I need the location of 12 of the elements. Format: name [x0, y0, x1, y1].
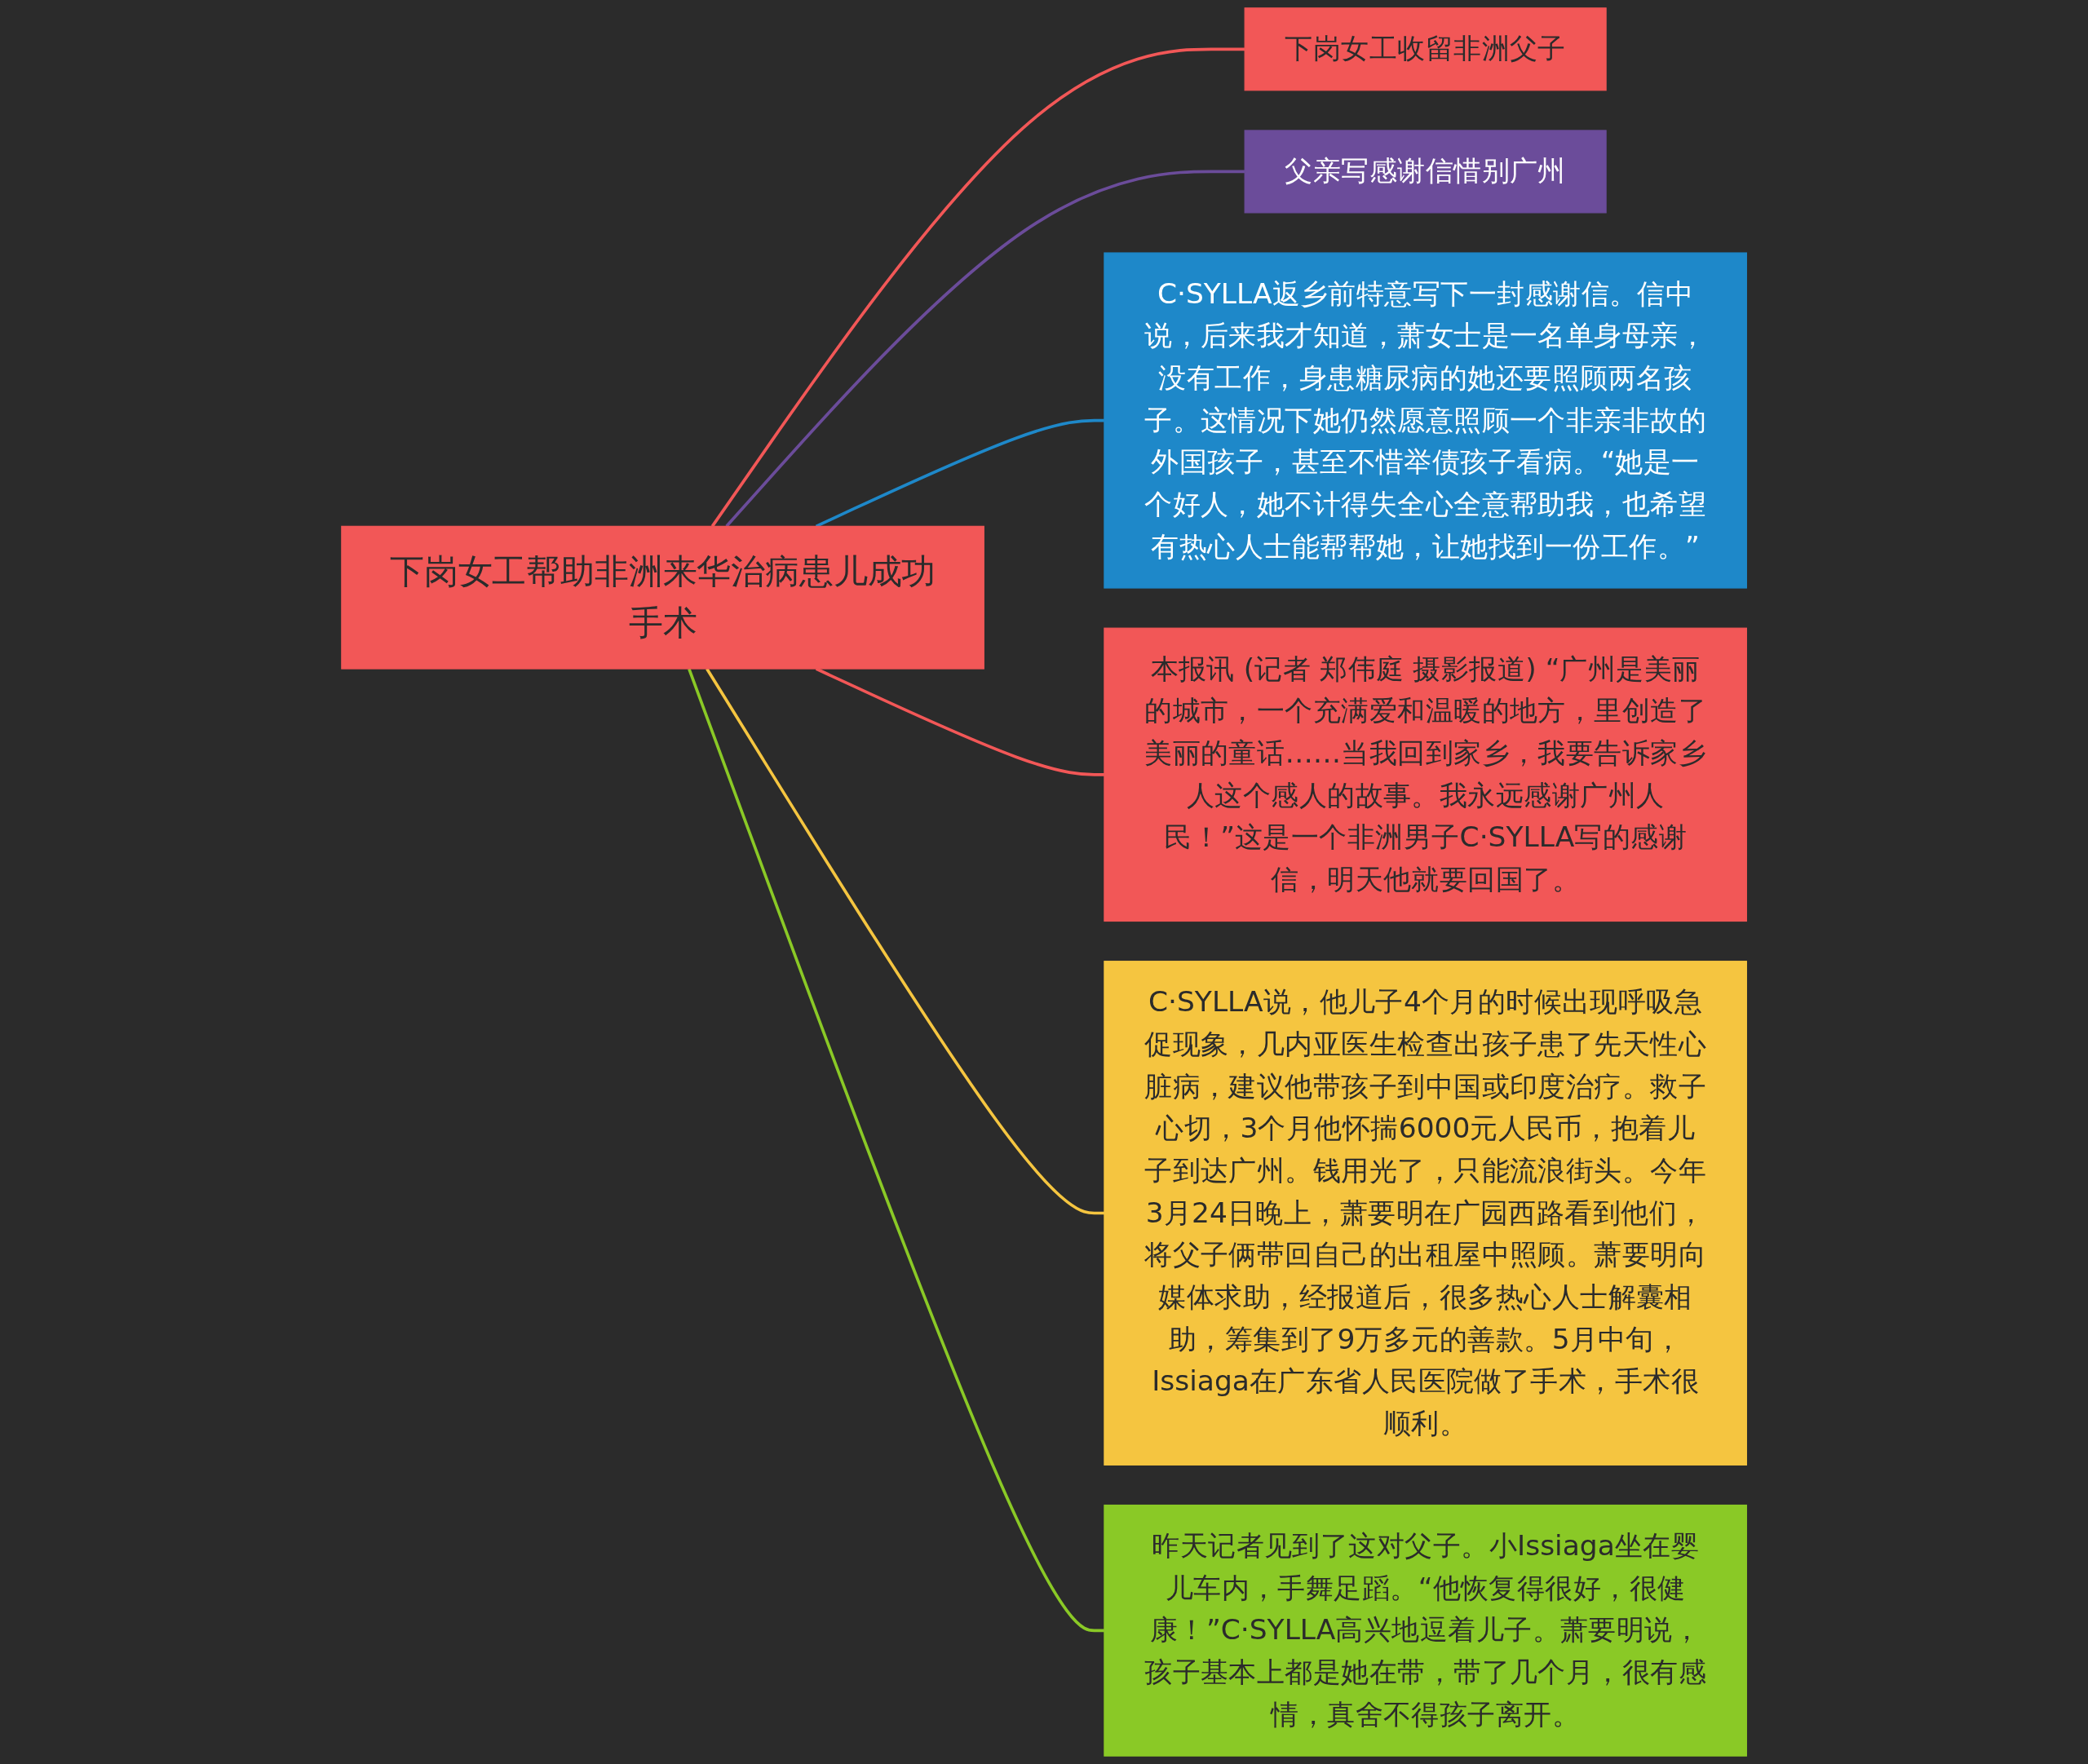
connector — [815, 418, 1104, 528]
node-box: 父亲写感谢信惜别广州 — [1244, 130, 1607, 214]
node-box: 下岗女工帮助非洲来华治病患儿成功手术 — [341, 525, 984, 670]
connector — [710, 47, 1245, 528]
connector — [706, 668, 1104, 1215]
node-box: 下岗女工收留非洲父子 — [1244, 7, 1607, 91]
connector — [687, 668, 1104, 1633]
node-box: 本报讯 (记者 郑伟庭 摄影报道) “广州是美丽的城市，一个充满爱和温暖的地方，里创造了美丽的童话……当我回到家乡，我要告诉家乡人这个感人的故事。我永远感谢广州人民！”这是一个非洲男子C·SYLLA写的感谢信，明天他就要回国了。 — [1104, 627, 1747, 922]
node-box: C·SYLLA返乡前特意写下一封感谢信。信中说，后来我才知道，萧女士是一名单身母亲，没有工作，身患糖尿病的她还要照顾两名孩子。这情况下她仍然愿意照顾一个非亲非故的外国孩子，甚至不惜举债孩子看病。“她是一个好人，她不计得失全心全意帮助我，也希望有热心人士能帮帮她，让她找到一份工作。” — [1104, 252, 1747, 589]
connector — [725, 170, 1245, 528]
node-box: C·SYLLA说，他儿子4个月的时候出现呼吸急促现象，几内亚医生检查出孩子患了先天性心脏病，建议他带孩子到中国或印度治疗。救子心切，3个月他怀揣6000元人民币，抱着儿子到达广州。钱用光了，只能流浪街头。今年3月24日晚上，萧要明在广园西路看到他们，将父子俩带回自己的出租屋中照顾。萧要明向媒体求助，经报道后，很多热心人士解囊相助，筹集到了9万多元的善款。5月中旬，Issiaga在广东省人民医院做了手术，手术很顺利。 — [1104, 961, 1747, 1466]
node-box: 昨天记者见到了这对父子。小Issiaga坐在婴儿车内，手舞足蹈。“他恢复得很好，很健康！”C·SYLLA高兴地逗着儿子。萧要明说，孩子基本上都是她在带，带了几个月，很有感情，真舍不得孩子离开。 — [1104, 1504, 1747, 1757]
